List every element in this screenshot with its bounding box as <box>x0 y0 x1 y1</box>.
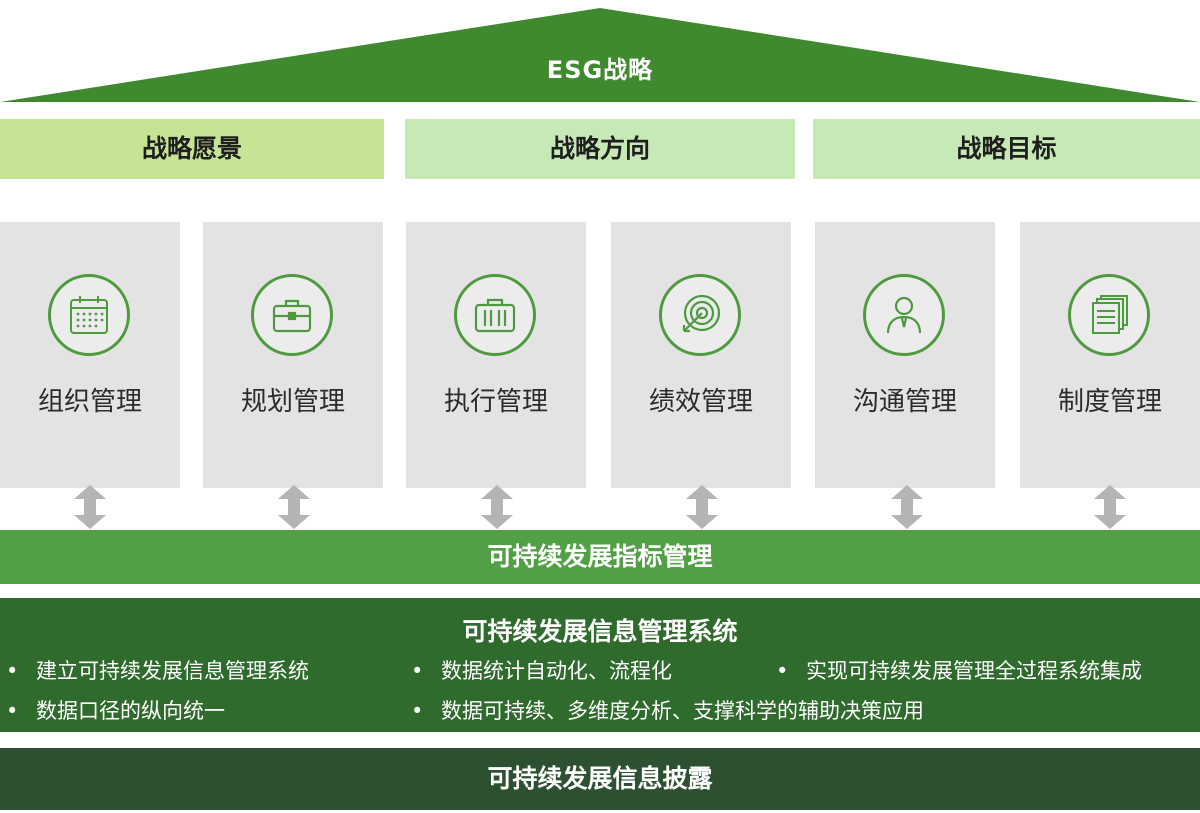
pillar-institution: 制度管理 <box>1020 222 1200 488</box>
strategy-vision-box: 战略愿景 <box>0 119 384 179</box>
info-system-title: 可持续发展信息管理系统 <box>462 617 738 646</box>
system-bullet: • 数据统计自动化、流程化 <box>411 655 672 687</box>
double-arrow-icon <box>1094 485 1126 529</box>
pillar-performance: 绩效管理 <box>611 222 791 488</box>
double-arrow-icon <box>278 485 310 529</box>
strategy-direction-box: 战略方向 <box>405 119 795 179</box>
bullet-dot: • <box>411 699 424 723</box>
person-icon <box>863 274 945 356</box>
pillar-communication: 沟通管理 <box>815 222 995 488</box>
bullet-dot: • <box>776 659 789 683</box>
system-bullet: • 数据口径的纵向统一 <box>6 695 225 727</box>
strategy-target-box: 战略目标 <box>813 119 1200 179</box>
double-arrow-icon <box>686 485 718 529</box>
roof-title: ESG战略 <box>546 56 654 84</box>
pillar-planning: 规划管理 <box>203 222 383 488</box>
bullet-text: 数据口径的纵向统一 <box>36 699 225 723</box>
bullet-text: 建立可持续发展信息管理系统 <box>36 659 309 683</box>
pillar-organization: 组织管理 <box>0 222 180 488</box>
system-bullet: • 建立可持续发展信息管理系统 <box>6 655 309 687</box>
bullet-dot: • <box>6 699 19 723</box>
pillar-label-execution: 执行管理 <box>443 387 548 417</box>
bullet-text: 数据可持续、多维度分析、支撑科学的辅助决策应用 <box>441 699 924 723</box>
documents-icon <box>1068 274 1150 356</box>
double-arrow-icon <box>481 485 513 529</box>
bullet-dot: • <box>6 659 19 683</box>
pillar-label-organization: 组织管理 <box>37 387 142 417</box>
roof-triangle <box>0 8 1200 102</box>
system-bullet: • 数据可持续、多维度分析、支撑科学的辅助决策应用 <box>411 695 924 727</box>
pillar-label-planning: 规划管理 <box>240 387 345 417</box>
bullet-text: 实现可持续发展管理全过程系统集成 <box>806 659 1142 683</box>
target-icon <box>659 274 741 356</box>
system-bullet: • 实现可持续发展管理全过程系统集成 <box>776 655 1142 687</box>
briefcase-icon <box>251 274 333 356</box>
double-arrow-icon <box>74 485 106 529</box>
indicator-management-band: 可持续发展指标管理 <box>0 530 1200 584</box>
suitcase-icon <box>454 274 536 356</box>
calendar-icon <box>48 274 130 356</box>
double-arrow-icon <box>891 485 923 529</box>
pillar-label-communication: 沟通管理 <box>852 387 957 417</box>
pillar-execution: 执行管理 <box>406 222 586 488</box>
pillar-label-institution: 制度管理 <box>1057 387 1162 417</box>
info-disclosure-band: 可持续发展信息披露 <box>0 748 1200 810</box>
info-system-band: 可持续发展信息管理系统 •建立可持续发展信息管理系统 •数据统计自动化、流程化 … <box>0 598 1200 732</box>
bullet-text: 数据统计自动化、流程化 <box>441 659 672 683</box>
bullet-dot: • <box>411 659 424 683</box>
pillar-label-performance: 绩效管理 <box>648 387 753 417</box>
